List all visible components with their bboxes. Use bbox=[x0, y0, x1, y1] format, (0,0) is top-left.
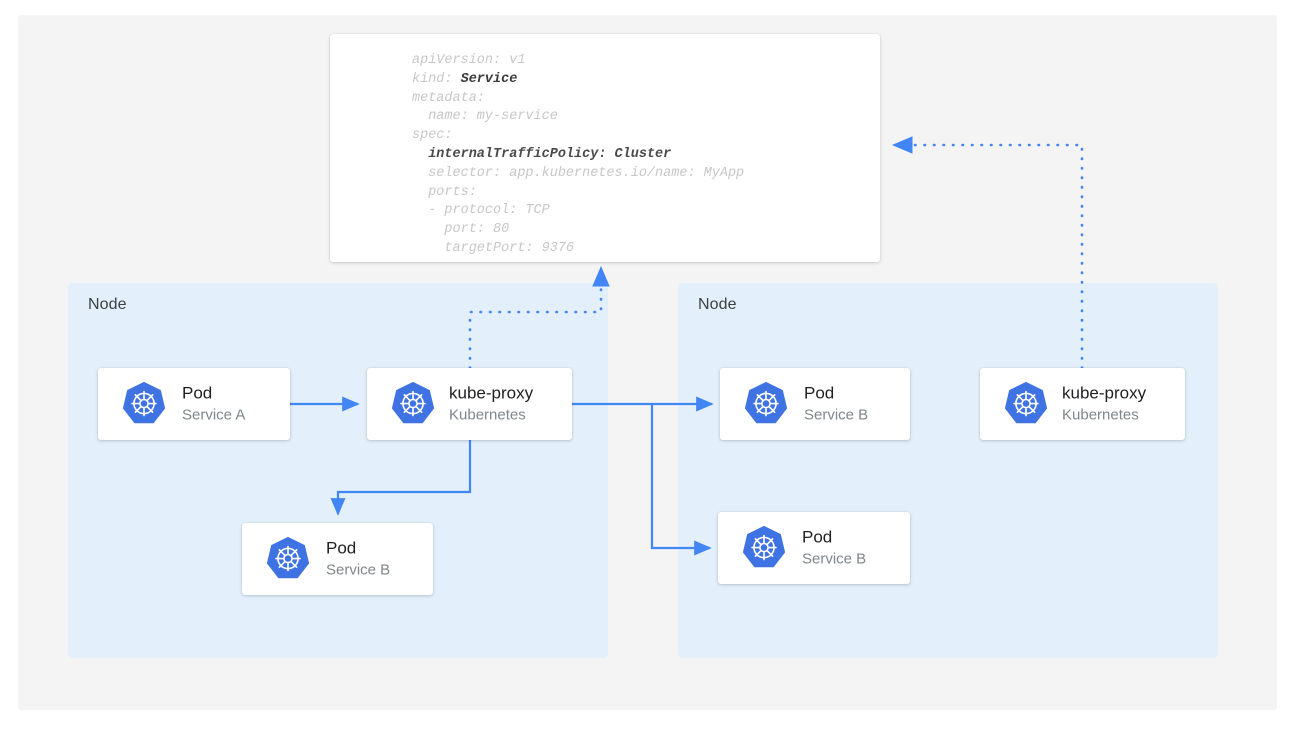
yaml-key: kind: bbox=[412, 71, 461, 87]
service-spec-card: apiVersion: v1 kind: Service metadata: n… bbox=[330, 34, 880, 262]
card-title: Pod bbox=[802, 527, 833, 547]
node-container-left: Node bbox=[68, 283, 608, 658]
yaml-line: ports: bbox=[412, 184, 477, 200]
card-subtitle: Service A bbox=[182, 406, 246, 424]
card-text: Pod Service B bbox=[802, 527, 866, 570]
yaml-line: kind: Service bbox=[412, 71, 870, 90]
card-pod-service-b-left[interactable]: Pod Service B bbox=[242, 523, 433, 595]
card-kube-proxy-left[interactable]: kube-proxy Kubernetes bbox=[367, 368, 572, 440]
card-kube-proxy-right[interactable]: kube-proxy Kubernetes bbox=[980, 368, 1185, 440]
yaml-line: - protocol: TCP bbox=[412, 203, 550, 219]
card-title: Pod bbox=[182, 383, 213, 403]
kubernetes-icon bbox=[391, 381, 435, 424]
node-container-right: Node bbox=[678, 283, 1218, 658]
yaml-line: name: my-service bbox=[412, 109, 558, 125]
yaml-line: spec: bbox=[412, 128, 453, 144]
yaml-value-bold: Service bbox=[460, 71, 518, 87]
yaml-line: port: 80 bbox=[412, 222, 510, 238]
kubernetes-icon bbox=[1004, 381, 1048, 424]
node-label-left: Node bbox=[88, 296, 127, 313]
card-subtitle: Kubernetes bbox=[449, 406, 526, 424]
card-subtitle: Kubernetes bbox=[1062, 406, 1139, 424]
yaml-line: targetPort: 9376 bbox=[412, 240, 575, 256]
card-subtitle: Service B bbox=[326, 561, 391, 579]
card-pod-service-a[interactable]: Pod Service A bbox=[98, 368, 290, 440]
card-text: kube-proxy Kubernetes bbox=[449, 383, 533, 426]
kubernetes-icon bbox=[266, 536, 310, 579]
card-text: Pod Service A bbox=[182, 383, 245, 426]
card-pod-service-b-right-top[interactable]: Pod Service B bbox=[720, 368, 910, 440]
card-text: kube-proxy Kubernetes bbox=[1062, 383, 1146, 426]
card-title: Pod bbox=[326, 538, 357, 558]
service-spec-yaml: apiVersion: v1 kind: Service metadata: n… bbox=[412, 52, 870, 259]
kubernetes-icon bbox=[122, 381, 166, 424]
card-subtitle: Service B bbox=[802, 550, 867, 568]
yaml-line: metadata: bbox=[412, 90, 485, 106]
card-title: kube-proxy bbox=[1062, 383, 1147, 403]
yaml-line: apiVersion: v1 bbox=[412, 53, 526, 68]
kubernetes-icon bbox=[742, 525, 786, 568]
card-title: kube-proxy bbox=[449, 383, 534, 403]
node-label-right: Node bbox=[698, 296, 737, 313]
yaml-line-highlight: internalTrafficPolicy: Cluster bbox=[412, 146, 672, 162]
card-text: Pod Service B bbox=[326, 538, 390, 581]
card-pod-service-b-right-bottom[interactable]: Pod Service B bbox=[718, 512, 910, 584]
card-title: Pod bbox=[804, 383, 835, 403]
card-text: Pod Service B bbox=[804, 383, 868, 426]
kubernetes-icon bbox=[744, 381, 788, 424]
yaml-line: selector: app.kubernetes.io/name: MyApp bbox=[412, 165, 745, 181]
card-subtitle: Service B bbox=[804, 406, 869, 424]
